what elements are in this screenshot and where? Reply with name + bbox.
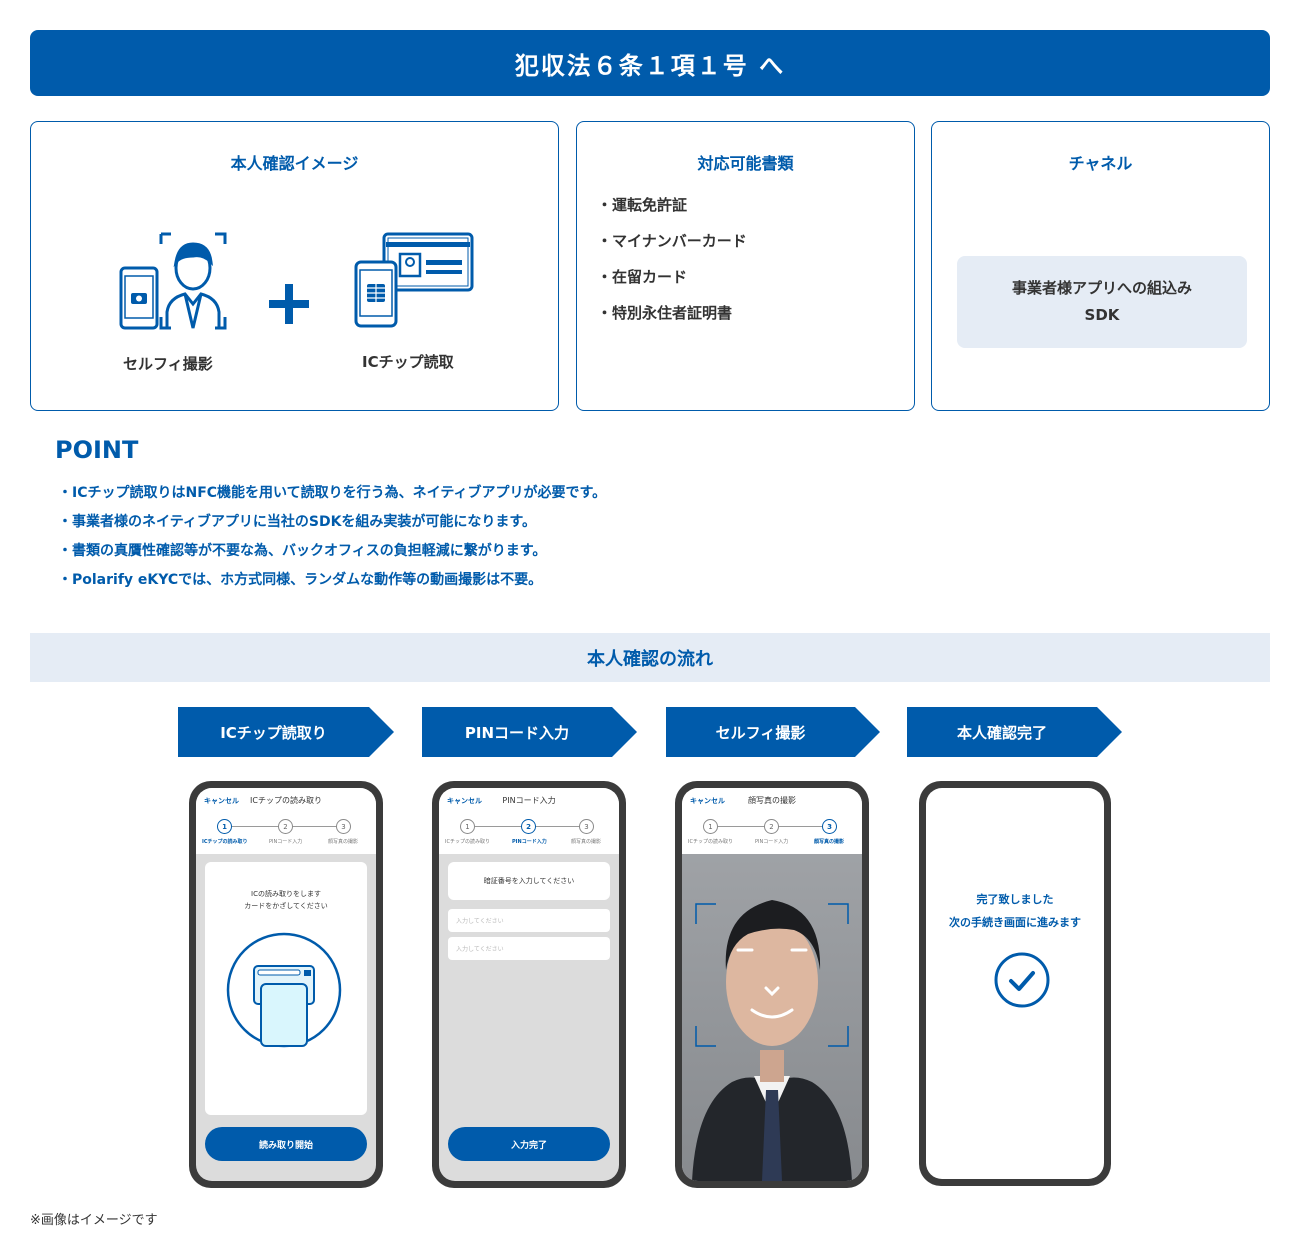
footer-note: ※画像はイメージです — [30, 1213, 158, 1228]
identity-image-card: 本人確認イメージ — [30, 121, 559, 411]
checkmark-icon — [994, 952, 1050, 1008]
stepper-dot: 1 — [460, 819, 475, 834]
stepper-dot: 1 — [217, 819, 232, 834]
stepper-dot: 3 — [579, 819, 594, 834]
phone-screen: キャンセル 顔写真の撮影 1 2 3 ICチップの読み取り PINコード入力 顔… — [682, 788, 862, 1181]
flow-step-ic: ICチップ読取り — [178, 707, 394, 757]
stepper-label: 顔写真の撮影 — [571, 839, 602, 845]
screen-title: 顔写真の撮影 — [748, 796, 796, 805]
selfie-icon — [119, 232, 227, 330]
stepper-label: ICチップの読み取り — [688, 839, 733, 845]
stepper-dot: 2 — [521, 819, 536, 834]
point-item: ・事業者様のネイティブアプリに当社のSDKを組み実装が可能になります。 — [58, 514, 537, 530]
doc-item: ・在留カード — [597, 268, 688, 286]
phone-ic-read: キャンセル ICチップの読み取り 1 2 3 ICチップの読み取り PINコード… — [189, 781, 383, 1188]
stepper-label: PINコード入力 — [512, 839, 547, 845]
ic-instruction-box: ICの読み取りをします カードをかざしてください — [205, 862, 367, 1115]
ic-message-1: ICの読み取りをします — [251, 890, 321, 898]
screen-header: キャンセル ICチップの読み取り 1 2 3 ICチップの読み取り PINコード… — [196, 788, 376, 854]
doc-item: ・特別永住者証明書 — [597, 304, 733, 322]
flow-step-complete: 本人確認完了 — [907, 707, 1122, 757]
selfie-phone-icon — [119, 266, 159, 330]
pin-prompt: 暗証番号を入力してください — [483, 877, 575, 885]
stepper-label: 顔写真の撮影 — [328, 839, 359, 845]
nfc-card-icon — [226, 932, 342, 1048]
phone-complete: 完了致しました 次の手続き画面に進みます — [919, 781, 1111, 1186]
stepper-label: PINコード入力 — [755, 839, 789, 845]
phone-screen: キャンセル ICチップの読み取り 1 2 3 ICチップの読み取り PINコード… — [196, 788, 376, 1181]
stepper-dot: 2 — [278, 819, 293, 834]
ic-chip-icon — [354, 232, 474, 328]
point-item: ・ICチップ読取りはNFC機能を用いて読取りを行う為、ネイティブアプリが必要です… — [58, 485, 607, 501]
point-list: ・ICチップ読取りはNFC機能を用いて読取りを行う為、ネイティブアプリが必要です… — [58, 482, 606, 598]
screen-title: PINコード入力 — [502, 796, 556, 805]
stepper-dot: 2 — [764, 819, 779, 834]
stepper: 1 2 3 ICチップの読み取り PINコード入力 顔写真の撮影 — [682, 816, 862, 852]
stepper-label: PINコード入力 — [269, 839, 303, 845]
complete-message: 完了致しました 次の手続き画面に進みます — [926, 888, 1104, 934]
start-reading-button[interactable]: 読み取り開始 — [205, 1127, 367, 1161]
flow-step-pin: PINコード入力 — [422, 707, 637, 757]
camera-preview — [682, 854, 862, 1181]
point-item: ・Polarify eKYCでは、ホ方式同様、ランダムな動作等の動画撮影は不要。 — [58, 572, 543, 588]
supported-docs-title: 対応可能書類 — [697, 154, 794, 173]
plus-icon — [269, 284, 309, 324]
flow-step-label: 本人確認完了 — [956, 723, 1047, 742]
flow-step-selfie: セルフィ撮影 — [666, 707, 880, 757]
stepper: 1 2 3 ICチップの読み取り PINコード入力 顔写真の撮影 — [196, 816, 376, 852]
pin-input-1[interactable]: 入力してください — [448, 909, 610, 932]
channel-line-1: 事業者様アプリへの組込み — [1011, 279, 1192, 297]
flow-header: 本人確認の流れ — [30, 633, 1270, 682]
stepper-dot: 3 — [822, 819, 837, 834]
cancel-link[interactable]: キャンセル — [447, 797, 482, 805]
identity-image-title: 本人確認イメージ — [230, 154, 359, 173]
phone-selfie: キャンセル 顔写真の撮影 1 2 3 ICチップの読み取り PINコード入力 顔… — [675, 781, 869, 1188]
ic-message-2: カードをかざしてください — [244, 902, 328, 910]
phone-screen: キャンセル PINコード入力 1 2 3 ICチップの読み取り PINコード入力… — [439, 788, 619, 1181]
supported-docs-card: 対応可能書類 ・運転免許証 ・マイナンバーカード ・在留カード ・特別永住者証明… — [576, 121, 915, 411]
flow-step-label: セルフィ撮影 — [715, 723, 806, 742]
stepper-dot: 3 — [336, 819, 351, 834]
flow-step-label: PINコード入力 — [464, 723, 570, 742]
phone-pin-entry: キャンセル PINコード入力 1 2 3 ICチップの読み取り PINコード入力… — [432, 781, 626, 1188]
screen-title: ICチップの読み取り — [250, 796, 322, 805]
selfie-label: セルフィ撮影 — [123, 355, 213, 373]
stepper-label: ICチップの読み取り — [445, 839, 490, 845]
doc-item: ・運転免許証 — [597, 196, 688, 214]
point-title: POINT — [55, 436, 139, 464]
point-item: ・書類の真贋性確認等が不要な為、バックオフィスの負担軽減に繋がります。 — [58, 543, 547, 559]
stepper-dot: 1 — [703, 819, 718, 834]
stepper-label: ICチップの読み取り — [202, 839, 248, 845]
face-photo — [692, 900, 852, 1181]
channel-line-2: SDK — [1084, 306, 1120, 324]
stepper-label: 顔写真の撮影 — [814, 839, 845, 845]
doc-item: ・マイナンバーカード — [597, 232, 747, 250]
person-frame-icon — [159, 232, 227, 330]
phone-screen: 完了致しました 次の手続き画面に進みます — [926, 788, 1104, 1179]
cancel-link[interactable]: キャンセル — [204, 797, 239, 805]
pin-prompt-box: 暗証番号を入力してください — [448, 862, 610, 900]
screen-header: キャンセル 顔写真の撮影 1 2 3 ICチップの読み取り PINコード入力 顔… — [682, 788, 862, 854]
channel-card: チャネル 事業者様アプリへの組込み SDK — [931, 121, 1270, 411]
complete-line-2: 次の手続き画面に進みます — [949, 916, 1081, 929]
supported-docs-list: ・運転免許証 ・マイナンバーカード ・在留カード ・特別永住者証明書 — [597, 194, 747, 338]
page-banner: 犯収法６条１項１号 へ — [30, 30, 1270, 96]
ic-phone-icon — [354, 260, 398, 328]
channel-box: 事業者様アプリへの組込み SDK — [957, 256, 1247, 348]
input-complete-button[interactable]: 入力完了 — [448, 1127, 610, 1161]
flow-step-label: ICチップ読取り — [220, 723, 327, 742]
screen-header: キャンセル PINコード入力 1 2 3 ICチップの読み取り PINコード入力… — [439, 788, 619, 854]
complete-line-1: 完了致しました — [976, 893, 1054, 906]
cancel-link[interactable]: キャンセル — [690, 797, 725, 805]
ic-read-label: ICチップ読取 — [362, 353, 454, 371]
stepper: 1 2 3 ICチップの読み取り PINコード入力 顔写真の撮影 — [439, 816, 619, 852]
channel-title: チャネル — [1068, 154, 1133, 173]
pin-input-2[interactable]: 入力してください — [448, 937, 610, 960]
